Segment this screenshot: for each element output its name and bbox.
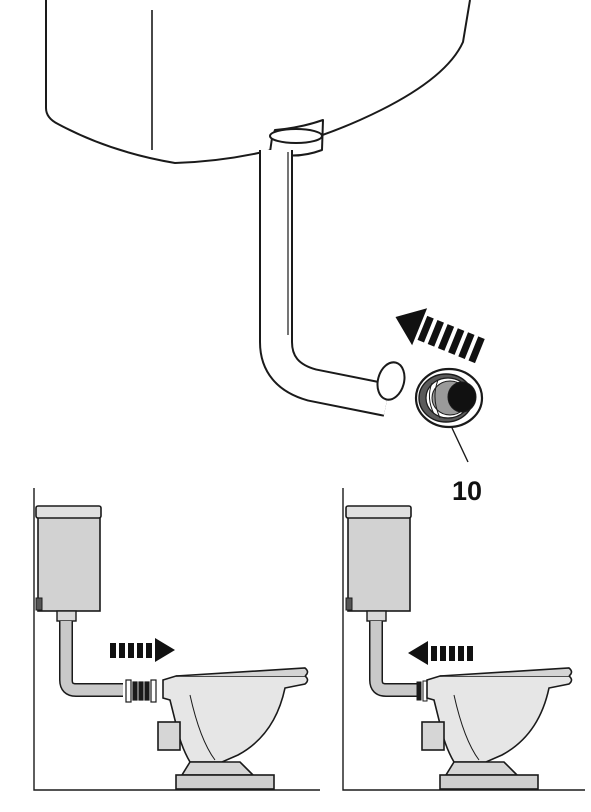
wall-line [342, 488, 585, 791]
callout-leader-line [451, 427, 469, 463]
flush-pipe-icon [366, 610, 420, 697]
flush-pipe-icon [56, 610, 123, 697]
part-number-label: 10 [452, 476, 483, 506]
wall-line [33, 488, 320, 791]
cistern-icon [45, 0, 471, 164]
flush-pipe-icon [259, 150, 406, 417]
panel-before [33, 488, 320, 791]
seal-ring-icon [414, 367, 484, 429]
push-arrow-icon [408, 641, 473, 665]
toilet-bowl-icon [157, 667, 309, 790]
push-arrow-icon [395, 308, 485, 364]
cistern-icon [345, 505, 412, 612]
seal-ring-icon [416, 680, 428, 702]
panel-after [342, 488, 585, 791]
push-arrow-icon [110, 638, 175, 662]
cistern-icon [35, 505, 102, 612]
seal-ring-icon [125, 679, 157, 703]
toilet-bowl-icon [421, 667, 573, 790]
cistern-detail [45, 0, 471, 164]
